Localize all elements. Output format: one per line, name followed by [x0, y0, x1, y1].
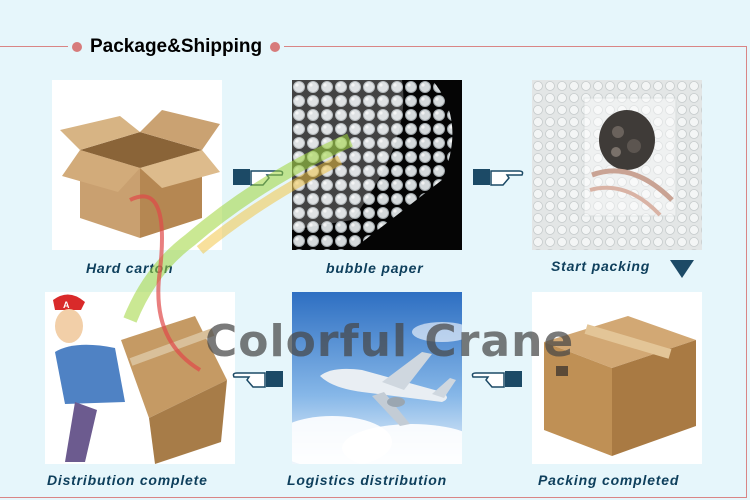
content-frame — [0, 46, 747, 498]
hard-carton-image — [52, 80, 222, 250]
logistics-distribution-image — [292, 292, 462, 464]
pointing-hand-arrow-icon — [232, 371, 283, 388]
header-bullet-left — [72, 42, 82, 52]
down-arrow-icon — [670, 260, 694, 278]
section-header: Package&Shipping — [68, 33, 285, 61]
step-caption-start-packing: Start packing — [551, 258, 651, 274]
page-title: Package&Shipping — [90, 36, 263, 57]
packing-completed-image — [532, 292, 702, 464]
distribution-complete-image: A — [45, 292, 235, 464]
step-caption-packing-completed: Packing completed — [538, 472, 680, 488]
pointing-hand-arrow-icon — [471, 371, 522, 388]
svg-text:A: A — [63, 300, 70, 310]
brand-watermark: Colorful Crane — [205, 316, 575, 367]
step-caption-bubble-paper: bubble paper — [326, 260, 424, 276]
crane-logo-swoosh — [123, 133, 353, 372]
pointing-hand-arrow-icon — [473, 169, 524, 186]
step-caption-logistics-distribution: Logistics distribution — [287, 472, 447, 488]
header-bullet-right — [270, 42, 281, 52]
start-packing-image — [532, 80, 702, 250]
step-caption-distribution-complete: Distribution complete — [47, 472, 208, 488]
